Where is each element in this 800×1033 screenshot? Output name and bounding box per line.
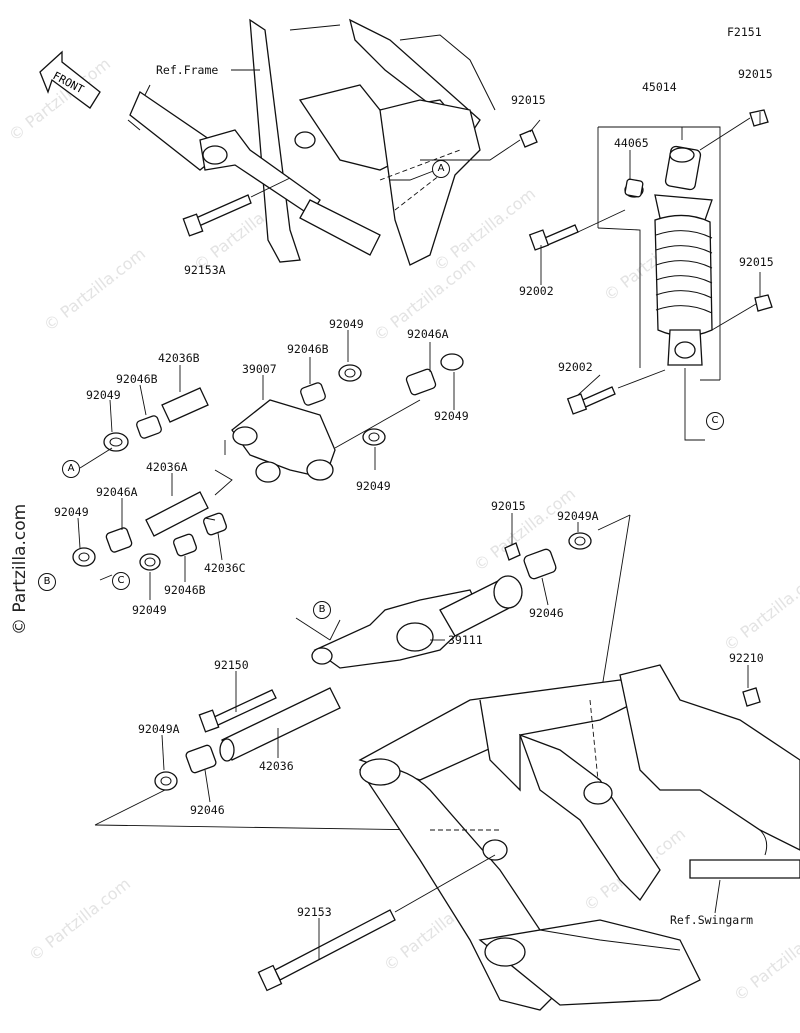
bolt-92153 bbox=[257, 854, 496, 992]
part-label: 92046B bbox=[287, 342, 329, 356]
part-label: 92046 bbox=[190, 803, 225, 817]
swingarm-drawing bbox=[358, 664, 800, 1011]
part-label: 92049 bbox=[356, 479, 391, 493]
part-label: 44065 bbox=[614, 136, 649, 150]
part-label: 92046B bbox=[116, 372, 158, 386]
part-label: 92049A bbox=[557, 509, 599, 523]
part-label: 92046A bbox=[407, 327, 449, 341]
rocker-arm-drawing bbox=[295, 514, 631, 701]
callout-c: C bbox=[706, 412, 724, 430]
part-label: 92153 bbox=[297, 905, 332, 919]
part-label: 92002 bbox=[558, 360, 593, 374]
part-label: 42036A bbox=[146, 460, 188, 474]
front-arrow-icon: FRONT bbox=[39, 50, 101, 109]
callout-b: B bbox=[38, 573, 56, 591]
part-label: 39111 bbox=[448, 633, 483, 647]
part-label: 39007 bbox=[242, 362, 277, 376]
part-label: 92049 bbox=[434, 409, 469, 423]
callout-a: A bbox=[62, 460, 80, 478]
part-label: 92153A bbox=[184, 263, 226, 277]
watermark-side: © Partzilla.com bbox=[10, 503, 30, 635]
callout-c: C bbox=[112, 572, 130, 590]
part-label: 92049 bbox=[329, 317, 364, 331]
shock-absorber-drawing bbox=[528, 109, 773, 441]
part-label: 92046A bbox=[96, 485, 138, 499]
bolt-92153A bbox=[182, 177, 291, 237]
part-label: 92002 bbox=[519, 284, 554, 298]
part-label: 92049 bbox=[86, 388, 121, 402]
part-label: 92150 bbox=[214, 658, 249, 672]
frame-drawing bbox=[127, 18, 496, 266]
nut-92015 bbox=[519, 129, 538, 148]
part-label: 92049 bbox=[132, 603, 167, 617]
part-label: 92049A bbox=[138, 722, 180, 736]
part-label: 92210 bbox=[729, 651, 764, 665]
part-label: 92049 bbox=[54, 505, 89, 519]
ref-frame-label: Ref.Frame bbox=[156, 63, 219, 77]
diagram-id: F2151 bbox=[727, 25, 762, 39]
part-label: 92015 bbox=[491, 499, 526, 513]
callout-a: A bbox=[432, 160, 450, 178]
part-label: 45014 bbox=[642, 80, 677, 94]
part-label: 42036C bbox=[204, 561, 246, 575]
callout-b: B bbox=[313, 601, 331, 619]
part-label: 92015 bbox=[511, 93, 546, 107]
part-label: 92015 bbox=[739, 255, 774, 269]
part-label: 42036B bbox=[158, 351, 200, 365]
ref-swingarm-label: Ref.Swingarm bbox=[670, 913, 754, 927]
lower-shaft-drawing bbox=[94, 687, 431, 831]
linkage-drawing bbox=[72, 353, 464, 581]
part-label: 92046B bbox=[164, 583, 206, 597]
part-label: 42036 bbox=[259, 759, 294, 773]
part-label: 92046 bbox=[529, 606, 564, 620]
part-label: 92015 bbox=[738, 67, 773, 81]
